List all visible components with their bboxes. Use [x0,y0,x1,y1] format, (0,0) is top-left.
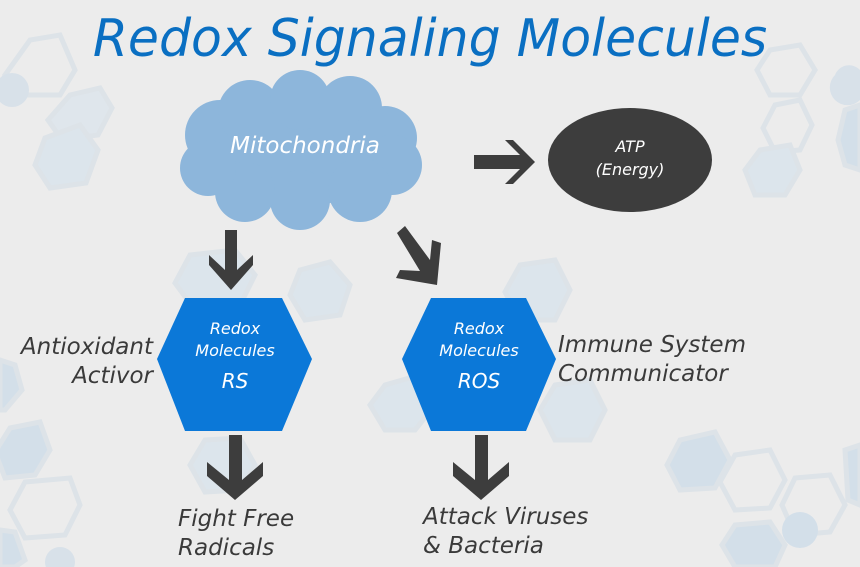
bg-hexagon [0,527,28,567]
bg-hexagon [0,357,25,413]
atp-label-line1: ATP [615,137,645,156]
bg-hexagon [664,429,733,493]
bg-hexagon [717,447,788,513]
ros-line1: Redox [453,319,505,338]
ros-node-label: Redox Molecules ROS [404,318,554,398]
bg-hexagon [760,97,815,155]
bg-hexagon [7,475,83,541]
ros-hexagon [402,298,556,431]
bg-hexagon [0,419,53,481]
bg-hexagon [719,519,788,567]
mitochondria-cloud [180,70,422,230]
attack-line2: & Bacteria [423,533,544,559]
rs-line3: RS [221,369,249,393]
ros-line3: ROS [457,369,501,393]
arrow-down-icon [453,435,509,500]
rs-node-label: Redox Molecules RS [160,318,310,398]
bg-hexagon [742,142,803,198]
bg-hexagon [754,42,818,98]
rs-line2: Molecules [195,341,275,360]
bg-atom [0,73,29,107]
bg-hexagon [835,102,860,173]
bg-hexagon [44,85,115,143]
atp-label-line2: (Energy) [595,160,665,179]
fight-line2: Radicals [178,535,275,561]
fight-line1: Fight Free [178,506,295,532]
immune-line1: Immune System [558,332,746,358]
attack-viruses-bacteria-label: Attack Viruses & Bacteria [423,503,663,561]
immune-line2: Communicator [558,361,728,387]
page-title: Redox Signaling Molecules [92,9,768,69]
bg-atom [829,65,860,106]
rs-hexagon [157,298,312,431]
bg-hexagon [779,472,848,538]
rs-line1: Redox [209,319,261,338]
bg-atom [45,547,75,567]
bg-hexagon [32,121,101,191]
atp-label: ATP (Energy) [555,135,705,181]
arrow-down-icon [209,230,253,290]
fight-free-radicals-label: Fight Free Radicals [178,505,378,563]
bg-atom [782,512,818,548]
bg-hexagon [537,377,608,443]
antioxidant-line1: Antioxidant [20,334,153,360]
arrow-right-icon [474,140,535,184]
antioxidant-line2: Activor [72,363,153,389]
ros-line2: Molecules [439,341,519,360]
bg-hexagon [842,442,860,508]
bg-hexagon [287,259,353,323]
antioxidant-activor-label: Antioxidant Activor [0,333,153,391]
arrow-down-icon [207,435,263,500]
mitochondria-label: Mitochondria [230,133,380,159]
atp-ellipse [548,108,712,212]
attack-line1: Attack Viruses [423,504,589,530]
immune-system-communicator-label: Immune System Communicator [558,331,798,389]
arrow-down-right-icon [396,226,441,285]
